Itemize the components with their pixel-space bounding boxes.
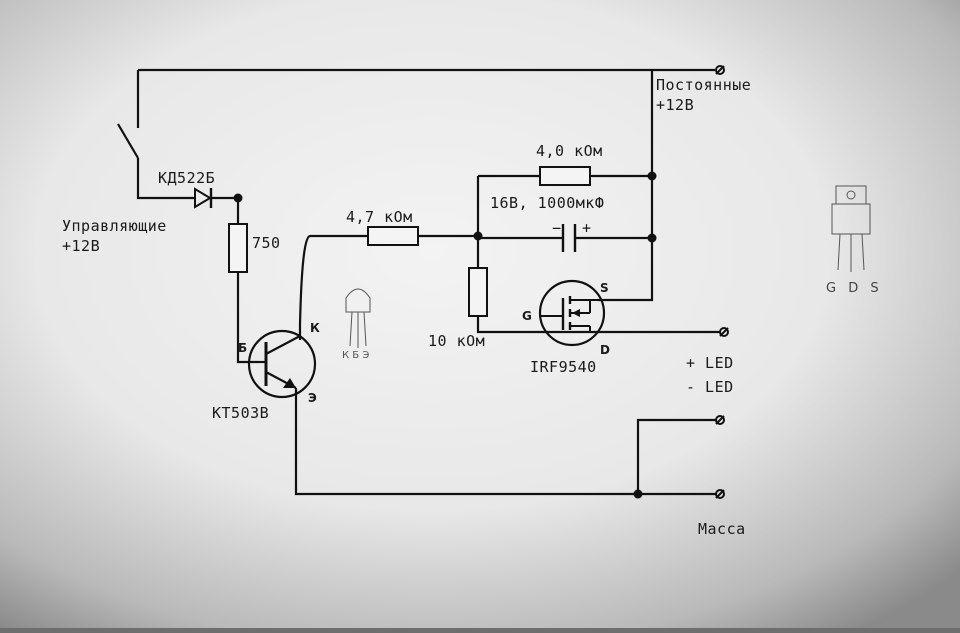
sketch-label-to220: G D S [826,281,883,296]
label-led-plus: + LED [686,354,734,372]
terminal-ground [715,489,725,499]
sketch-label-to92: К Б Э [342,350,369,361]
junction-dot [233,193,243,203]
label-transistor: КТ503В [212,404,269,422]
pin-gate: G [522,309,532,323]
label-constant-line2: +12В [656,96,694,114]
pin-collector: К [310,321,320,335]
pin-drain: D [600,343,610,357]
mosfet-irf9540 [538,279,606,347]
junction-dot [473,231,483,241]
junction-dot [633,489,643,499]
cap-plus-sign: + [582,219,592,237]
label-r750: 750 [252,234,281,252]
resistor-750 [228,223,248,273]
to220-sketch [831,185,871,272]
label-control-line2: +12В [62,237,100,255]
junction-dot [647,171,657,181]
pin-source: S [600,281,609,295]
capacitor-1000uf [561,224,577,252]
switch [117,123,139,159]
junction-dots [233,171,657,499]
terminal-led-plus [719,327,729,337]
label-control-line1: Управляющие [62,217,167,235]
diode-kd522b [194,187,213,209]
cap-minus-sign: − [552,219,562,237]
wire-led-minus-return [636,418,716,494]
label-diode: КД522Б [158,169,215,187]
junction-dot [647,233,657,243]
wire-switch-to-diode [136,158,195,200]
label-constant-line1: Постоянные [656,76,751,94]
wire-emitter-to-ground [294,388,716,496]
terminals [715,65,729,499]
resistor-10k [468,267,488,317]
label-r10k: 10 кОм [428,332,485,350]
wire-collector-to-r47 [298,234,368,340]
wire-r750-to-base [236,272,258,364]
resistor-4k7 [367,226,419,246]
pin-base: Б [238,341,247,355]
label-r4k7: 4,7 кОм [346,208,413,226]
wire-source-column [598,70,654,302]
pin-emitter: Э [308,391,317,405]
wire-drain-output [476,316,720,334]
to92-sketch [345,288,371,348]
label-ground: Масса [698,520,746,538]
resistor-4k0 [539,166,591,186]
wires [136,68,720,496]
label-mosfet: IRF9540 [530,358,597,376]
terminal-constant-12v [715,65,725,75]
label-r4k0: 4,0 кОм [536,142,603,160]
label-capacitor: 16В, 1000мкФ [490,194,604,212]
transistor-kt503v [247,329,317,399]
terminal-led-minus [715,415,725,425]
label-led-minus: - LED [686,378,734,396]
